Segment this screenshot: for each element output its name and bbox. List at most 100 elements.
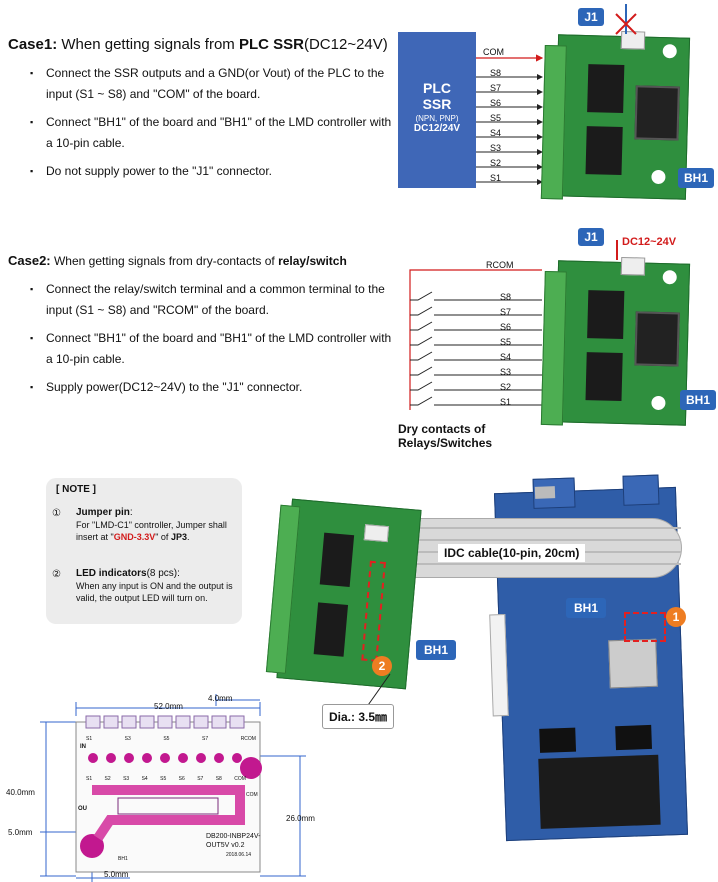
silk-top-row: S1 S3 S5 S7 RCOM [86, 736, 256, 742]
terminal-pads [85, 715, 245, 729]
signal-label: S1 [490, 173, 502, 183]
dim-52mm-label: 52.0mm [154, 702, 183, 711]
marker-2: 2 [372, 656, 392, 676]
silk-label: S7 [202, 736, 209, 742]
signal-label: S3 [490, 143, 502, 153]
case1-bullet: Do not supply power to the "J1" connecto… [0, 161, 395, 182]
note-box: [ NOTE ] ① Jumper pin: For "LMD-C1" cont… [46, 478, 242, 624]
jp3-jumper-outline [624, 612, 666, 642]
j1-label: J1 [578, 8, 604, 26]
voltage-label: DC12/24V [413, 123, 461, 134]
signal-label: S4 [500, 352, 512, 362]
signal-label: S2 [490, 158, 502, 168]
note-item2: LED indicators(8 pcs): When any input is… [76, 568, 238, 604]
signal-label: S5 [490, 113, 502, 123]
controller-tab [622, 474, 660, 506]
case2-title-text: When getting signals from dry-contacts o… [50, 254, 279, 268]
dry-contacts-caption: Dry contacts of Relays/Switches [398, 422, 492, 450]
mount-hole [662, 44, 677, 59]
case1-bullets: Connect the SSR outputs and a GND(or Vou… [0, 63, 395, 189]
silk-label: S8 [215, 776, 222, 782]
terminal-block [265, 504, 301, 674]
case2-bullets: Connect the relay/switch terminal and a … [0, 279, 395, 405]
mount-hole [662, 270, 677, 285]
case2-bullet: Connect "BH1" of the board and "BH1" of … [0, 328, 395, 370]
silk-com: COM [246, 792, 258, 798]
bh1-right-label: BH1 [566, 598, 606, 618]
signal-label: S8 [490, 68, 502, 78]
signal-label: S1 [500, 397, 512, 407]
silk-label: S2 [104, 776, 111, 782]
no-power-cross-icon [615, 4, 637, 35]
bh1-connector [634, 85, 680, 141]
case2-signal-labels: S8 S7 S6 S5 S4 S3 S2 S1 [500, 290, 511, 410]
power-arrow-icon [616, 240, 618, 260]
j1-connector [363, 524, 390, 543]
note-item1-highlight: GND-3.3V [113, 532, 156, 542]
idc-cable-label: IDC cable(10-pin, 20cm) [438, 544, 586, 562]
case2-title-prefix: Case2: [8, 253, 51, 268]
com-label: COM [483, 47, 504, 57]
dim-4mm-label: 4.0mm [208, 694, 233, 703]
marker-1: 1 [666, 607, 686, 627]
signal-label: S5 [500, 337, 512, 347]
case1-title-prefix: Case1: [8, 36, 58, 53]
j1-label: J1 [578, 228, 604, 246]
led-indicators-outline [361, 560, 386, 662]
terminal-block [540, 44, 567, 200]
dim-5mm-bottom-label: 5.0mm [104, 870, 129, 879]
case1-wiring [476, 54, 544, 185]
case2-title-emph: relay/switch [278, 254, 347, 268]
case1-title-suffix: (DC12~24V) [303, 36, 388, 53]
silk-label: S5 [163, 736, 170, 742]
ic-chip [585, 126, 623, 176]
npn-pnp-label: (NPN, PNP) [415, 114, 459, 123]
side-connectors [489, 613, 509, 717]
silk-ou: OU [78, 806, 87, 812]
ic-chip [539, 727, 577, 753]
note-item1-title: Jumper pin [76, 507, 130, 518]
signal-label: S4 [490, 128, 502, 138]
terminal-block [540, 270, 567, 426]
pcb-trace [92, 785, 245, 841]
rcom-label: RCOM [486, 260, 514, 270]
ic-chip [319, 532, 355, 588]
wifi-module [608, 638, 658, 689]
signal-label: S2 [500, 382, 512, 392]
silk-label: S3 [123, 776, 130, 782]
pcb-pads [80, 753, 262, 858]
ic-chip [587, 290, 625, 340]
silk-label: COM [234, 776, 246, 782]
silk-label: S1 [86, 776, 93, 782]
case1-board-photo [540, 30, 691, 200]
idc-cable [388, 518, 682, 578]
case2-board-photo [540, 256, 691, 426]
case1-bullet: Connect "BH1" of the board and "BH1" of … [0, 112, 395, 154]
note-item1-jp3: JP3 [170, 532, 187, 542]
power-label: DC12~24V [622, 236, 677, 248]
silk-label: RCOM [240, 736, 256, 742]
signal-label: S3 [500, 367, 512, 377]
pcb-model-line: DB200-INBP24V- [206, 833, 261, 840]
note-item2-count: (8 pcs): [146, 568, 180, 579]
case1-bullet: Connect the SSR outputs and a GND(or Vou… [0, 63, 395, 105]
case2-title: Case2: When getting signals from dry-con… [8, 253, 347, 268]
rcom-wire [409, 269, 542, 410]
silk-label: S7 [197, 776, 204, 782]
silk-label: S1 [86, 736, 93, 742]
signal-label: S6 [490, 98, 502, 108]
silk-label: S4 [141, 776, 148, 782]
dry-contacts-line: Dry contacts of [398, 422, 486, 436]
case2-bullet: Supply power(DC12~24V) to the "J1" conne… [0, 377, 395, 398]
note-item2-text: When any input is ON and the output is v… [76, 581, 233, 603]
note-item1: Jumper pin: For "LMD-C1" controller, Jum… [76, 507, 238, 543]
signal-label: S8 [500, 292, 512, 302]
dim-40mm-label: 40.0mm [6, 788, 35, 797]
mount-hole [651, 395, 666, 411]
switch-contacts [410, 291, 542, 406]
pcb-model-line: OUT5V v0.2 [206, 842, 245, 849]
pcb-model-text: DB200-INBP24V- OUT5V v0.2 [206, 832, 260, 850]
note-item1-text: " of [155, 532, 171, 542]
pcb-connector-outline [117, 797, 219, 815]
note-item2-title: LED indicators [76, 568, 147, 579]
